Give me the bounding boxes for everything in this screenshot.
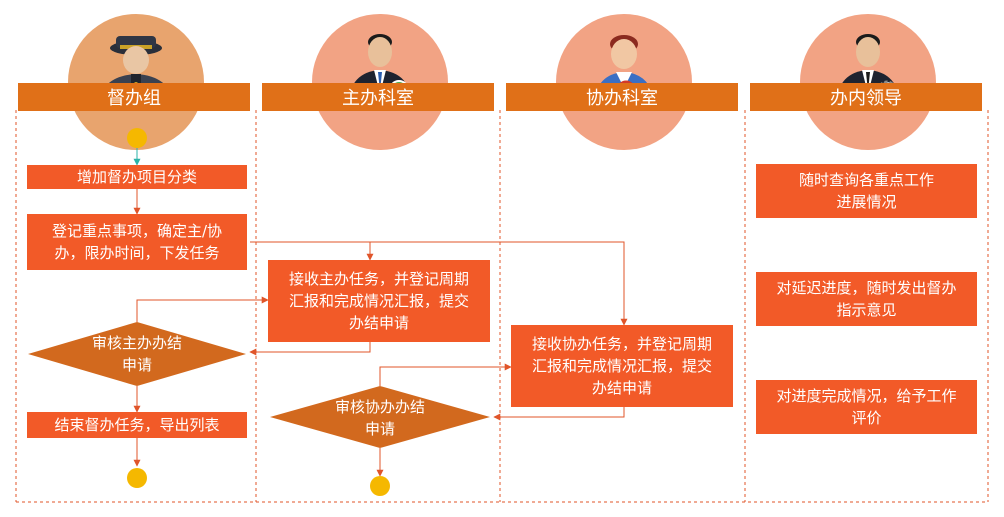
box-leader-evaluate: 对进度完成情况，给予工作 评价 bbox=[756, 380, 977, 434]
box-main-receive-line3: 办结申请 bbox=[348, 314, 409, 332]
decision-review-main-line2: 申请 bbox=[121, 356, 152, 374]
box-finish-task: 结束督办任务，导出列表 bbox=[27, 412, 247, 438]
box-main-receive-line2: 汇报和完成情况汇报，提交 bbox=[288, 292, 469, 310]
box-assist-receive-line2: 汇报和完成情况汇报，提交 bbox=[531, 357, 712, 375]
decision-review-main bbox=[28, 322, 246, 386]
box-leader-instruct: 对延迟进度，随时发出督办 指示意见 bbox=[756, 272, 977, 326]
decision-review-assist-line2: 申请 bbox=[364, 420, 395, 438]
box-finish-task-text: 结束督办任务，导出列表 bbox=[54, 416, 220, 434]
box-leader-query-line2: 进展情况 bbox=[836, 193, 897, 211]
flow-arrows bbox=[133, 148, 628, 477]
box-add-category: 增加督办项目分类 bbox=[27, 165, 247, 189]
avatar-businessman-settings bbox=[800, 14, 936, 150]
arrow-assist-to-review bbox=[493, 407, 625, 421]
arrow-register-to-assist bbox=[250, 241, 628, 326]
box-leader-evaluate-line2: 评价 bbox=[851, 409, 882, 427]
decision-review-assist bbox=[270, 386, 490, 448]
decision-review-assist-label: 审核协办办结 申请 bbox=[310, 396, 450, 440]
arrow-review-assist-back bbox=[379, 363, 512, 386]
arrow-register-to-main bbox=[250, 241, 374, 261]
lane-header-office-leader: 办内领导 bbox=[750, 83, 982, 111]
box-leader-instruct-line1: 对延迟进度，随时发出督办 bbox=[776, 279, 957, 297]
swimlane-borders bbox=[15, 110, 989, 503]
box-assist-receive: 接收协办任务，并登记周期 汇报和完成情况汇报，提交 办结申请 bbox=[511, 325, 733, 407]
box-main-receive-line1: 接收主办任务，并登记周期 bbox=[288, 270, 469, 288]
start-node bbox=[127, 128, 147, 148]
lane-header-assist-department: 协办科室 bbox=[506, 83, 738, 111]
decision-review-assist-line1: 审核协办办结 bbox=[334, 398, 425, 416]
end-node-main bbox=[370, 476, 390, 496]
box-register-task-line1: 登记重点事项，确定主/协 bbox=[51, 222, 223, 240]
box-assist-receive-line1: 接收协办任务，并登记周期 bbox=[531, 335, 712, 353]
end-node-supervision bbox=[127, 468, 147, 488]
box-assist-receive-line3: 办结申请 bbox=[591, 379, 652, 397]
box-leader-query-line1: 随时查询各重点工作 bbox=[798, 171, 934, 189]
lane-header-main-department: 主办科室 bbox=[262, 83, 494, 111]
arrow-main-to-review bbox=[249, 342, 371, 356]
box-leader-query: 随时查询各重点工作 进展情况 bbox=[756, 164, 977, 218]
box-register-task-line2: 办，限办时间，下发任务 bbox=[54, 244, 220, 262]
decision-review-main-line1: 审核主办办结 bbox=[91, 334, 182, 352]
box-leader-instruct-line2: 指示意见 bbox=[836, 301, 897, 319]
box-main-receive: 接收主办任务，并登记周期 汇报和完成情况汇报，提交 办结申请 bbox=[268, 260, 490, 342]
box-leader-evaluate-line1: 对进度完成情况，给予工作 bbox=[776, 387, 957, 405]
arrow-review-main-back bbox=[136, 296, 269, 322]
box-add-category-text: 增加督办项目分类 bbox=[76, 168, 197, 186]
lane-header-supervision-group: 督办组 bbox=[18, 83, 250, 111]
decision-review-main-label: 审核主办办结 申请 bbox=[67, 332, 207, 376]
box-register-task: 登记重点事项，确定主/协 办，限办时间，下发任务 bbox=[27, 214, 247, 270]
